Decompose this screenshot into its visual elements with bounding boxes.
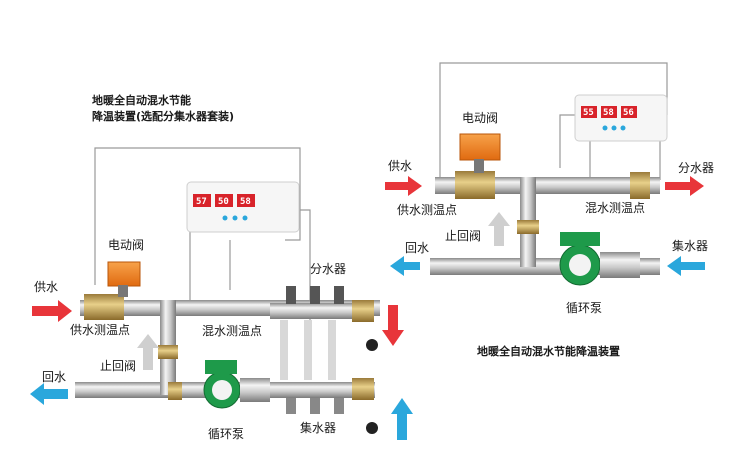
right-controller-button[interactable]	[620, 125, 626, 131]
right-supply-label: 供水	[388, 159, 412, 173]
left-display-seg-3	[237, 194, 255, 207]
left-display-digit-1: 57	[196, 197, 207, 207]
right-assembly: 55 58 56 电动阀 供水 供水测温点 止回阀 回水	[385, 62, 714, 358]
left-collector-label: 集水器	[300, 420, 336, 435]
left-controller-button[interactable]	[242, 215, 248, 221]
left-controller: 57 50 58	[186, 181, 300, 233]
left-controller-button[interactable]	[222, 215, 228, 221]
right-display-digit-1: 55	[583, 108, 594, 118]
right-display-digit-3: 56	[623, 108, 634, 118]
right-collector-in-arrow	[667, 256, 705, 276]
right-motor-valve-label: 电动阀	[462, 111, 498, 125]
title-left-line-2: 降温装置(选配分集水器套装)	[92, 109, 234, 123]
left-check-valve-label: 止回阀	[100, 359, 136, 373]
left-display-seg-2	[215, 194, 233, 207]
left-check-arrow	[137, 334, 159, 370]
left-motor-valve-label: 电动阀	[108, 238, 144, 252]
left-return-label: 回水	[42, 370, 66, 384]
right-check-valve	[517, 220, 539, 234]
left-pump-label: 循环泵	[208, 427, 244, 441]
left-supply-label: 供水	[34, 280, 58, 294]
left-collector-up-arrow	[391, 398, 413, 440]
left-distributor-down-arrow	[382, 305, 404, 346]
left-controller-button[interactable]	[232, 215, 238, 221]
left-valve-body	[84, 294, 124, 320]
right-display-seg-2	[601, 106, 617, 118]
right-display-digit-2: 58	[603, 108, 614, 118]
left-assembly: 57 50 58	[30, 93, 413, 441]
left-display-digit-3: 58	[240, 197, 251, 207]
right-controller-button[interactable]	[611, 125, 617, 131]
right-pump	[559, 232, 640, 286]
right-valve-actuator	[459, 133, 501, 161]
right-return-out-arrow	[390, 256, 420, 276]
right-collector-label: 集水器	[672, 238, 708, 253]
right-pump-label: 循环泵	[566, 301, 602, 315]
right-check-arrow	[488, 212, 510, 246]
left-supply-temp-label: 供水测温点	[70, 323, 130, 337]
left-return-fitting	[168, 382, 182, 400]
left-return-out-arrow	[30, 383, 68, 405]
left-mixed-temp-label: 混水测温点	[202, 324, 262, 338]
title-right: 地暖全自动混水节能降温装置	[477, 344, 620, 358]
right-check-valve-label: 止回阀	[445, 229, 481, 243]
left-check-valve	[158, 345, 178, 359]
left-display-digit-2: 50	[218, 197, 229, 207]
left-distributor	[270, 286, 378, 380]
right-distributor-label: 分水器	[678, 161, 714, 175]
right-control-wires	[439, 62, 668, 182]
left-collector	[270, 378, 378, 434]
right-display-seg-3	[621, 106, 637, 118]
right-controller-button[interactable]	[602, 125, 608, 131]
left-valve-actuator	[107, 261, 141, 287]
right-outlet-fitting	[630, 172, 650, 199]
right-display-seg-1	[581, 106, 597, 118]
right-supply-in-arrow	[385, 176, 422, 196]
left-valve-stem	[118, 285, 128, 297]
left-distributor-label: 分水器	[310, 262, 346, 276]
right-mixed-temp-label: 混水测温点	[585, 201, 645, 215]
right-distributor-out-arrow	[665, 176, 704, 196]
left-supply-in-arrow	[32, 300, 72, 322]
title-left-line-1: 地暖全自动混水节能	[92, 93, 191, 107]
left-pump	[203, 360, 270, 409]
right-controller: 55 58 56	[574, 94, 668, 142]
right-supply-temp-label: 供水测温点	[397, 203, 457, 217]
left-display-seg-1	[193, 194, 211, 207]
right-return-label: 回水	[405, 241, 429, 255]
right-valve-body	[455, 171, 495, 199]
right-valve-stem	[474, 159, 484, 173]
